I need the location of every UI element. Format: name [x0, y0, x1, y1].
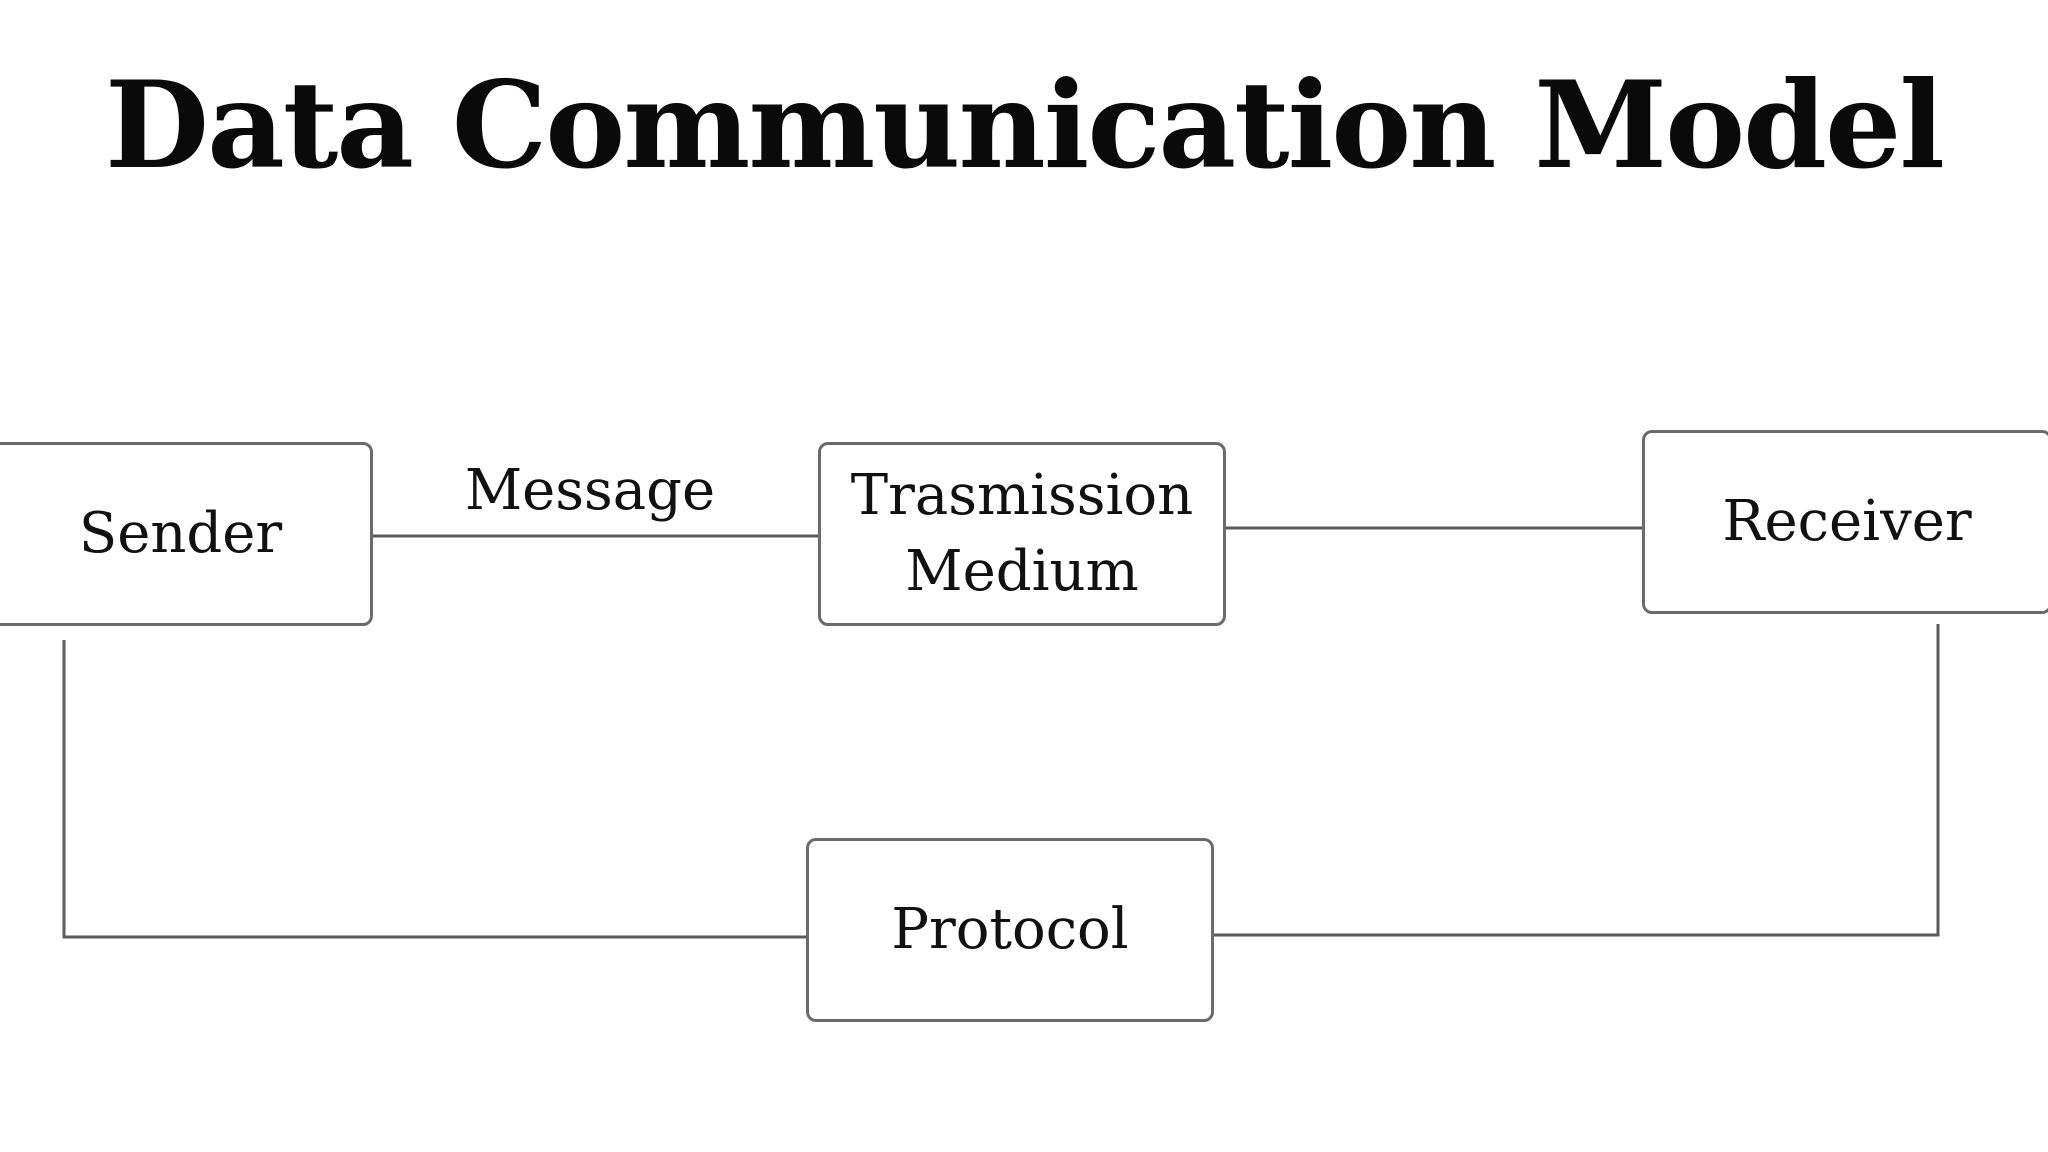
diagram-title: Data Communication Model: [105, 55, 1945, 196]
protocol-node: Protocol: [806, 838, 1214, 1022]
protocol-receiver-connector: [1214, 624, 1940, 937]
receiver-node: Receiver: [1642, 430, 2048, 614]
transmission-medium-node: Trasmission Medium: [818, 442, 1226, 626]
sender-protocol-connector: [62, 640, 806, 939]
sender-label: Sender: [78, 501, 283, 567]
transmission-medium-label-line2: Medium: [905, 539, 1139, 604]
sender-node: Sender: [0, 442, 373, 626]
receiver-label: Receiver: [1722, 489, 1972, 555]
message-label: Message: [464, 458, 716, 523]
transmission-medium-label-line1: Trasmission: [850, 463, 1194, 529]
protocol-label: Protocol: [891, 897, 1129, 963]
